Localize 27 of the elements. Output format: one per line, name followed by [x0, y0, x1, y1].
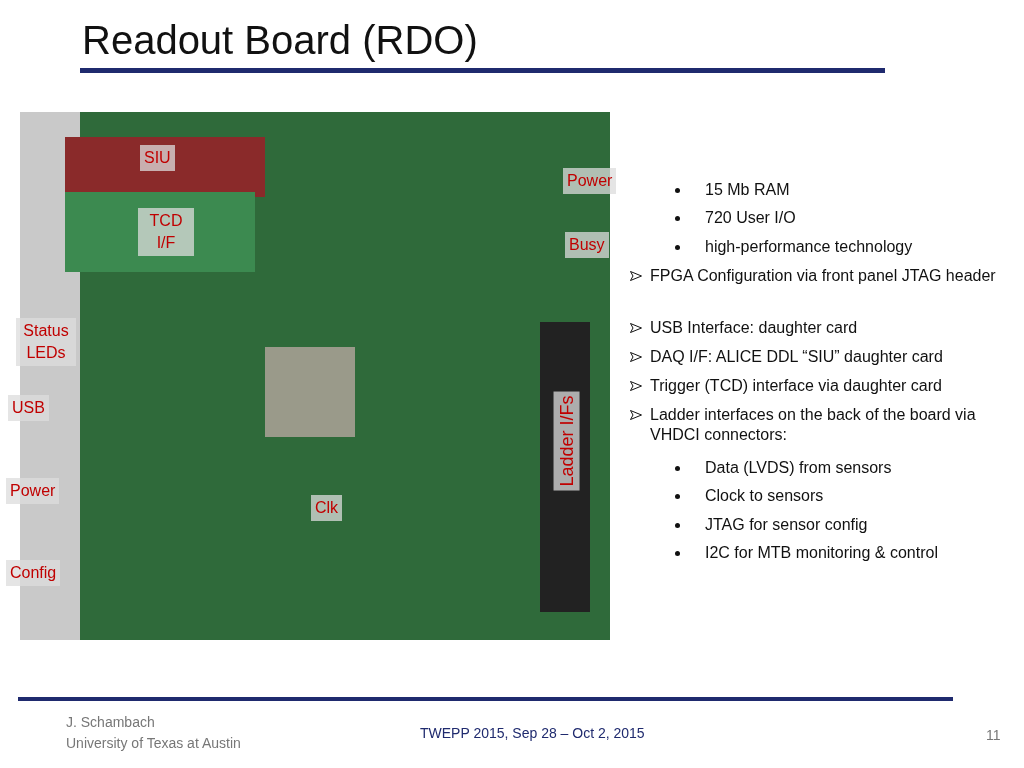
bullet-text: 15 Mb RAM: [705, 180, 791, 200]
part-label: Ladder I/Fs: [553, 391, 580, 491]
part-label: Power: [6, 478, 60, 504]
part-label: USB: [8, 395, 49, 421]
bullet-text: JTAG for sensor config: [705, 515, 869, 535]
bullet-text: high-performance technology: [705, 237, 914, 257]
bullet-text: I2C for MTB monitoring & control: [705, 543, 939, 563]
part-label: Clk: [311, 495, 343, 521]
author-name: J. Schambach: [66, 714, 155, 730]
bullet-text: Ladder interfaces on the back of the board via VHDCI connectors:: [650, 405, 977, 445]
affiliation: University of Texas at Austin: [66, 735, 241, 751]
bullet-text: Clock to sensors: [705, 486, 825, 506]
bullet-text: Trigger (TCD) interface via daughter card: [650, 376, 943, 396]
part-label: Config: [6, 560, 61, 586]
part-label: Power: [563, 168, 617, 194]
bullet-text: 720 User I/O: [705, 208, 797, 228]
part-label: Busy: [565, 232, 609, 258]
bullet-text: DAQ I/F: ALICE DDL “SIU” daughter card: [650, 347, 944, 367]
bullet-text: Data (LVDS) from sensors: [705, 458, 893, 478]
footer-text: TWEPP 2015, Sep 28 – Oct 2, 2015: [420, 725, 645, 741]
slide-title: Readout Board (RDO): [82, 18, 478, 63]
part-label: Status LEDs: [16, 318, 76, 366]
part-label: SIU: [140, 145, 175, 171]
page-number: 11: [986, 727, 1001, 743]
bullet-text: FPGA Configuration via front panel JTAG header: [650, 266, 997, 286]
part-label: TCD I/F: [138, 208, 194, 256]
bullet-text: USB Interface: daughter card: [650, 318, 859, 338]
